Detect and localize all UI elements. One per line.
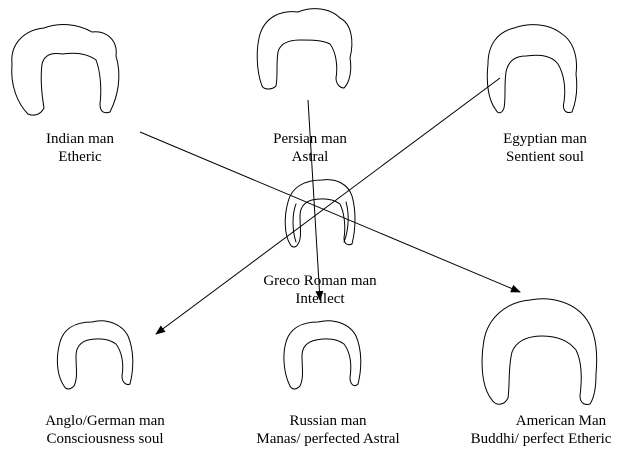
anglo-head-outline	[56, 320, 134, 390]
persian-label: Persian man Astral	[240, 130, 380, 166]
greco-quality: Intellect	[295, 291, 345, 307]
arrow-persian-to-russian	[307, 99, 324, 301]
indian-label: Indian man Etheric	[10, 130, 150, 166]
arrow-egyptian-to-anglo	[155, 77, 501, 335]
russian-quality: Manas/ perfected Astral	[256, 431, 400, 447]
greco-head-outline	[284, 179, 356, 248]
arrow-indian-to-american	[139, 131, 521, 293]
greco-name: Greco Roman man	[263, 273, 377, 289]
indian-name: Indian man	[46, 131, 114, 147]
greco-label: Greco Roman man Intellect	[240, 272, 400, 308]
egyptian-label: Egyptian man Sentient soul	[470, 130, 620, 166]
anglo-label: Anglo/German man Consciousness soul	[20, 412, 190, 448]
american-label: American Man Buddhi/ perfect Etheric	[446, 412, 636, 448]
indian-quality: Etheric	[58, 149, 102, 165]
anglo-quality: Consciousness soul	[46, 431, 164, 447]
american-quality: Buddhi/ perfect Etheric	[470, 431, 612, 447]
american-head-outline	[481, 298, 598, 405]
russian-name: Russian man	[289, 413, 367, 429]
egyptian-quality: Sentient soul	[506, 149, 584, 165]
egyptian-name: Egyptian man	[503, 131, 587, 147]
persian-quality: Astral	[291, 149, 329, 165]
anglo-name: Anglo/German man	[45, 413, 165, 429]
russian-label: Russian man Manas/ perfected Astral	[238, 412, 418, 448]
egyptian-head-outline	[486, 24, 578, 114]
greco-inner-hair	[292, 201, 349, 243]
american-name: American Man	[515, 413, 607, 429]
russian-head-outline	[283, 320, 362, 390]
persian-name: Persian man	[273, 131, 347, 147]
persian-head-outline	[256, 8, 353, 90]
indian-head-outline	[11, 24, 120, 116]
